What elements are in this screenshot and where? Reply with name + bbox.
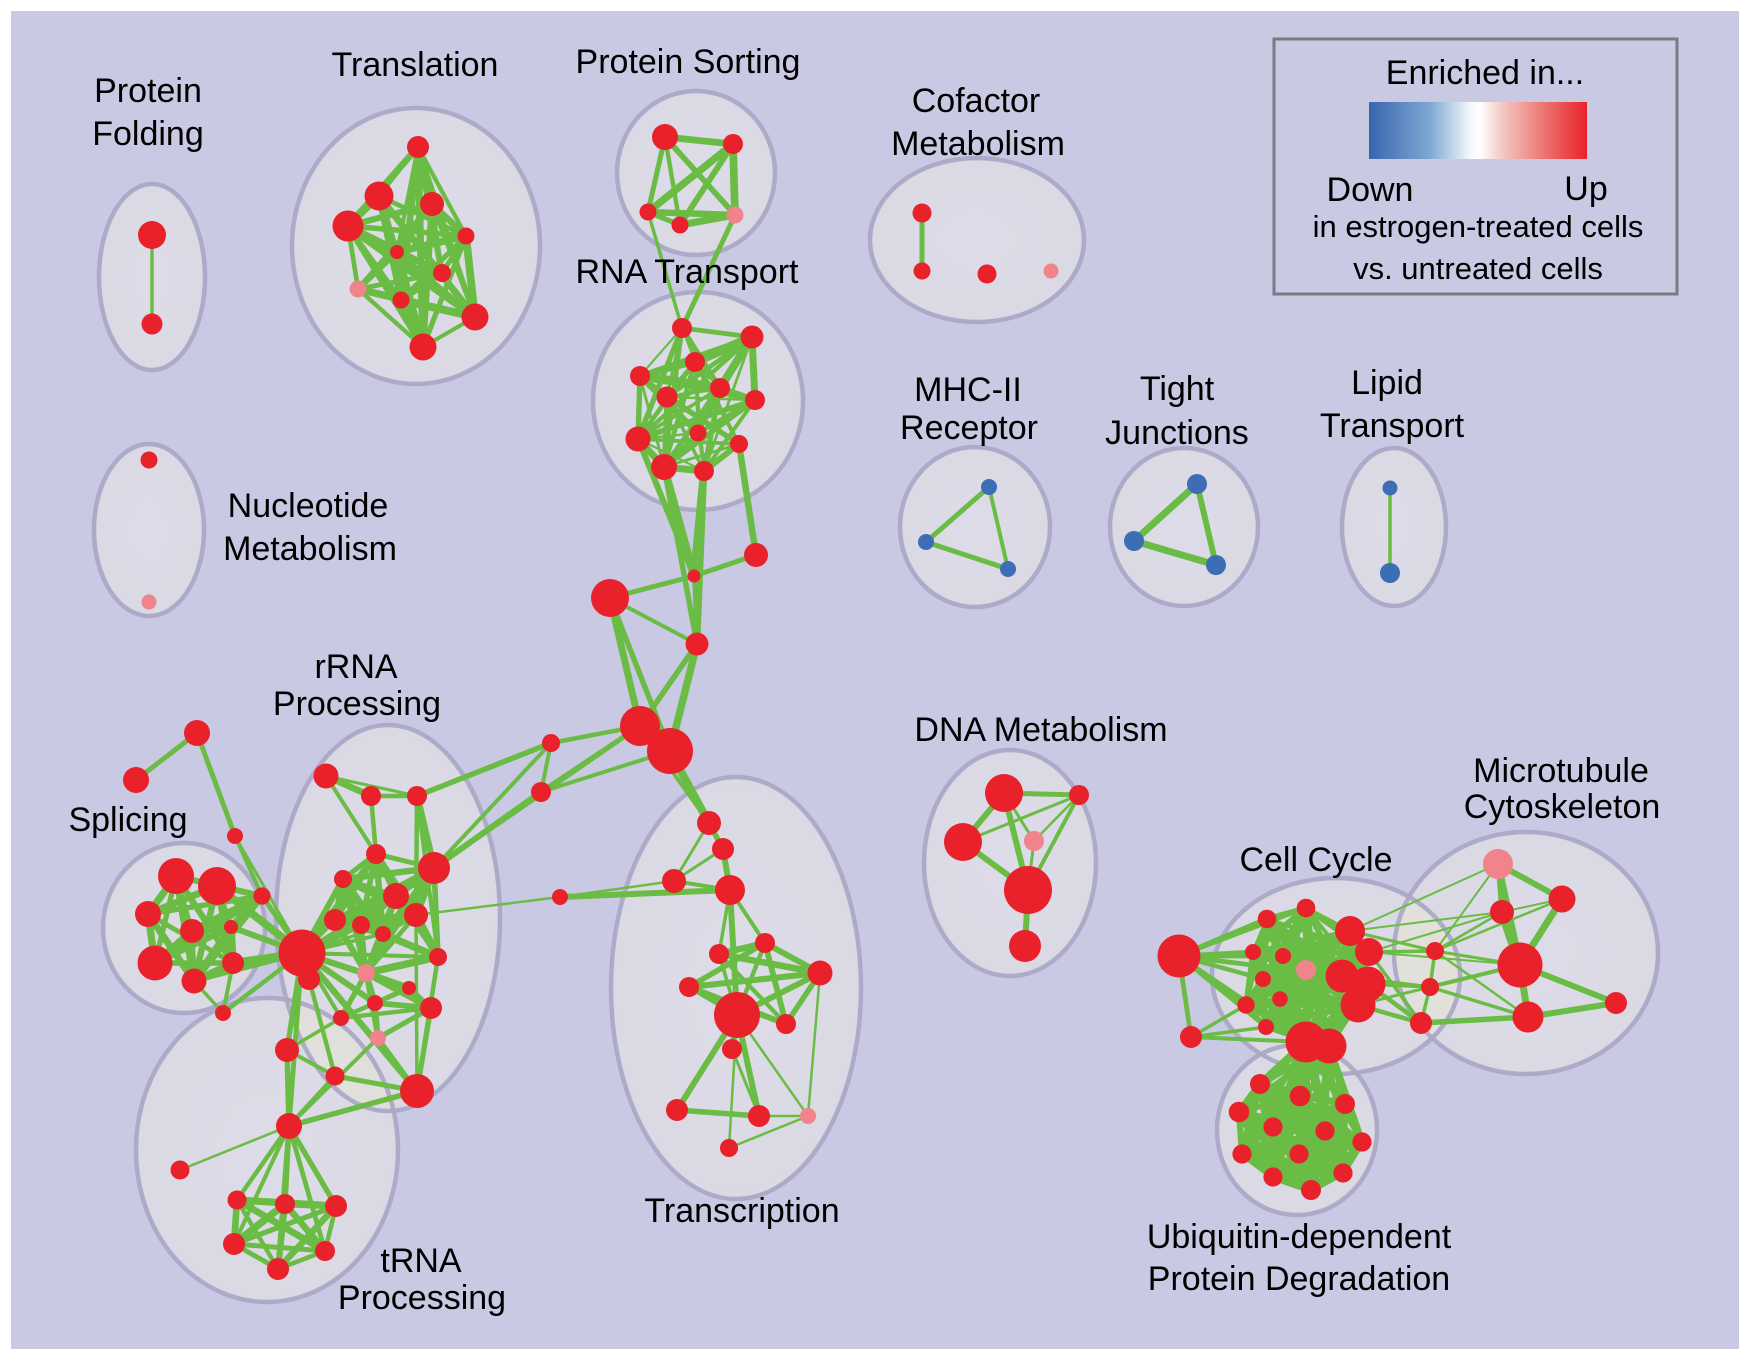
svg-text:Down: Down — [1327, 171, 1414, 209]
svg-text:Folding: Folding — [92, 115, 204, 153]
svg-text:in estrogen-treated cells: in estrogen-treated cells — [1313, 209, 1644, 244]
svg-text:Enriched in...: Enriched in... — [1386, 54, 1584, 92]
svg-text:DNA Metabolism: DNA Metabolism — [914, 711, 1167, 749]
svg-text:Metabolism: Metabolism — [223, 530, 397, 568]
svg-text:Translation: Translation — [332, 46, 499, 84]
svg-text:Processing: Processing — [273, 685, 441, 723]
svg-text:vs. untreated cells: vs. untreated cells — [1353, 251, 1603, 286]
svg-text:Ubiquitin-dependent: Ubiquitin-dependent — [1147, 1218, 1452, 1256]
svg-text:Splicing: Splicing — [68, 801, 187, 839]
svg-text:Nucleotide: Nucleotide — [228, 487, 389, 525]
svg-text:RNA Transport: RNA Transport — [576, 253, 800, 291]
svg-text:Up: Up — [1564, 170, 1607, 208]
svg-text:Protein Sorting: Protein Sorting — [576, 43, 801, 81]
svg-text:Transport: Transport — [1320, 407, 1465, 445]
svg-text:Protein Degradation: Protein Degradation — [1148, 1260, 1450, 1298]
svg-text:MHC-II: MHC-II — [914, 371, 1022, 409]
svg-text:Processing: Processing — [338, 1279, 506, 1317]
svg-text:Cell Cycle: Cell Cycle — [1239, 841, 1392, 879]
svg-text:Receptor: Receptor — [900, 409, 1038, 447]
svg-text:Cofactor: Cofactor — [912, 82, 1041, 120]
svg-text:Lipid: Lipid — [1351, 364, 1423, 402]
svg-text:Metabolism: Metabolism — [891, 125, 1065, 163]
svg-text:Protein: Protein — [94, 72, 202, 110]
svg-text:Transcription: Transcription — [644, 1192, 839, 1230]
svg-text:Cytoskeleton: Cytoskeleton — [1464, 788, 1661, 826]
svg-text:Junctions: Junctions — [1105, 414, 1249, 452]
svg-text:Tight: Tight — [1140, 370, 1215, 408]
svg-text:tRNA: tRNA — [380, 1242, 462, 1280]
svg-text:rRNA: rRNA — [314, 648, 397, 686]
svg-text:Microtubule: Microtubule — [1473, 752, 1649, 790]
